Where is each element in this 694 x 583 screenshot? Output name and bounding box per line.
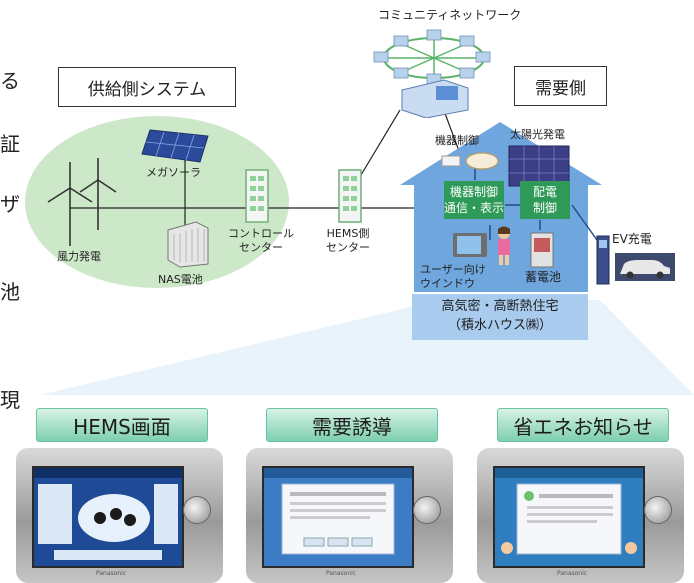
device-control-label: 機器制御 bbox=[435, 134, 479, 147]
clipped-text-1: る bbox=[0, 69, 20, 93]
supply-area-ellipse bbox=[25, 116, 289, 288]
ev-charger-icon bbox=[596, 235, 610, 285]
distribution-control-box: 配電 制御 bbox=[520, 181, 570, 219]
person-icon bbox=[498, 226, 510, 265]
clipped-text-2: 証 bbox=[0, 132, 20, 156]
ev-charging-label: EV充電 bbox=[612, 232, 652, 246]
energy-saving-device: Panasonic bbox=[477, 448, 684, 583]
demand-guidance-display bbox=[262, 466, 414, 568]
monitor-icon bbox=[453, 233, 487, 257]
wind-power-label: 風力発電 bbox=[57, 250, 101, 263]
device-dial-icon[interactable] bbox=[183, 496, 211, 524]
appliance-icon bbox=[441, 152, 499, 170]
hems-screen-device: Panasonic bbox=[16, 448, 223, 583]
storage-battery-icon bbox=[530, 232, 554, 268]
clipped-text-4: 池 bbox=[0, 280, 20, 304]
projection-funnel bbox=[40, 300, 694, 395]
device-dial-icon[interactable] bbox=[644, 496, 672, 524]
control-center-label: コントロール センター bbox=[228, 227, 294, 254]
hems-screen-content bbox=[34, 468, 182, 560]
hems-center-building-icon bbox=[338, 169, 362, 223]
tab-hems-screen[interactable]: HEMS画面 bbox=[36, 408, 208, 442]
hems-center-label: HEMS側 センター bbox=[326, 227, 370, 254]
community-network-icon bbox=[373, 29, 491, 118]
wind-turbine-icon bbox=[47, 158, 117, 246]
link-hems-community bbox=[354, 109, 401, 186]
control-center-building-icon bbox=[245, 169, 269, 223]
community-network-label: コミュニティネットワーク bbox=[378, 8, 522, 22]
user-window-label: ユーザー向け ウインドウ bbox=[420, 263, 486, 290]
device-brand: Panasonic bbox=[96, 570, 127, 577]
house-caption-box: 高気密・高断熱住宅 （積水ハウス㈱） bbox=[412, 294, 588, 340]
nas-battery-label: NAS電池 bbox=[158, 273, 203, 286]
mega-solar-icon bbox=[141, 129, 209, 163]
demand-guidance-device: Panasonic bbox=[246, 448, 453, 583]
ev-car-icon bbox=[615, 253, 675, 281]
nas-battery-icon bbox=[167, 221, 209, 268]
rooftop-solar-icon bbox=[508, 145, 570, 187]
device-brand: Panasonic bbox=[557, 570, 588, 577]
storage-battery-label: 蓄電池 bbox=[525, 270, 562, 284]
tab-demand-guidance[interactable]: 需要誘導 bbox=[266, 408, 438, 442]
solar-power-label: 太陽光発電 bbox=[510, 128, 565, 141]
mega-solar-label: メガソーラ bbox=[146, 166, 201, 179]
clipped-text-3: ザ bbox=[0, 192, 20, 216]
energy-saving-display bbox=[493, 466, 645, 568]
hems-screen-display bbox=[32, 466, 184, 568]
energy-saving-content bbox=[495, 468, 643, 555]
demand-side-title: 需要側 bbox=[514, 66, 607, 106]
tab-energy-saving-notice[interactable]: 省エネお知らせ bbox=[497, 408, 669, 442]
demand-guidance-content bbox=[264, 468, 412, 555]
supply-system-title: 供給側システム bbox=[58, 67, 236, 107]
clipped-text-5: 現 bbox=[0, 388, 20, 412]
comm-display-box: 機器制御 通信・表示 bbox=[444, 181, 504, 219]
device-dial-icon[interactable] bbox=[413, 496, 441, 524]
device-brand: Panasonic bbox=[326, 570, 357, 577]
